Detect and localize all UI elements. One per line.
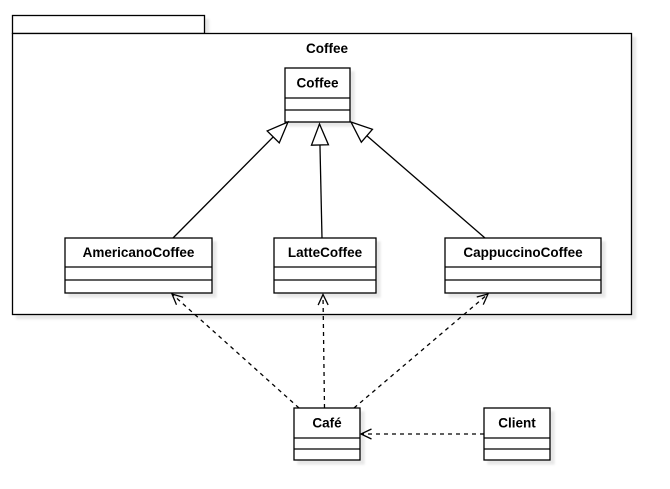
dependency-cafe-to-cappuccinocoffee [353,293,490,409]
class-client: Client [483,407,551,461]
package-tab [11,14,206,35]
class-cappuccinocoffee-name: CappuccinoCoffee [463,245,583,260]
class-coffee: Coffee [284,67,351,123]
generalization-cappuccinocoffee-to-coffee [349,120,486,239]
class-client-name: Client [498,416,536,431]
generalization-americanocoffee-to-coffee [172,120,290,239]
dependency-cafe-to-lattecoffee [317,292,329,409]
class-cappuccinocoffee: CappuccinoCoffee [444,237,602,294]
class-lattecoffee: LatteCoffee [273,237,377,294]
class-lattecoffee-name: LatteCoffee [288,245,363,260]
package-label: Coffee [306,41,348,56]
class-americanocoffee-name: AmericanoCoffee [83,245,195,260]
class-coffee-name: Coffee [296,76,338,91]
generalization-lattecoffee-to-coffee [310,122,330,239]
class-cafe-name: Café [312,416,342,431]
class-americanocoffee: AmericanoCoffee [64,237,213,294]
class-cafe: Café [293,407,361,461]
